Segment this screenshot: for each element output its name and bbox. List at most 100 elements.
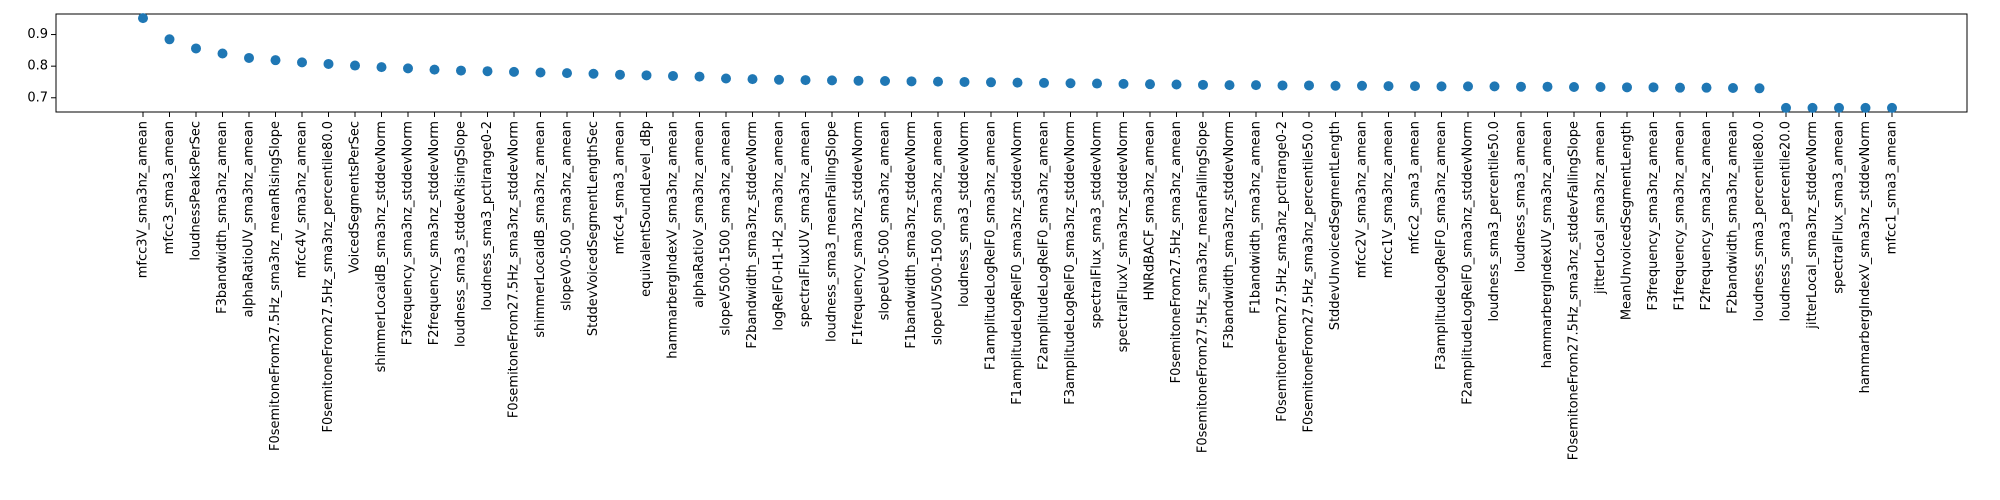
data-point bbox=[1516, 81, 1526, 92]
data-point bbox=[1410, 81, 1420, 92]
x-tick-label: mfcc1V_sma3nz_amean bbox=[1381, 121, 1396, 278]
x-tick-label: F0semitoneFrom27.5Hz_sma3nz_percentile50… bbox=[1302, 121, 1317, 433]
data-point bbox=[906, 76, 917, 87]
x-tick-label: loudnessPeaksPerSec bbox=[189, 121, 204, 261]
data-point bbox=[774, 74, 784, 85]
data-point bbox=[1887, 102, 1897, 113]
data-point bbox=[138, 13, 148, 24]
x-tick-label: F2frequency_sma3nz_amean bbox=[1699, 121, 1714, 311]
data-point bbox=[1675, 82, 1685, 93]
x-tick-label: F2frequency_sma3nz_stddevNorm bbox=[427, 121, 442, 345]
data-point bbox=[800, 75, 811, 86]
x-tick-label: slopeV0-500_sma3nz_amean bbox=[560, 121, 575, 311]
data-point bbox=[376, 62, 387, 73]
x-tick-label: hammarbergIndexV_sma3nz_amean bbox=[666, 121, 681, 359]
data-points bbox=[138, 13, 1897, 113]
data-point bbox=[1357, 80, 1367, 91]
y-tick-label: 0.9 bbox=[27, 27, 48, 42]
data-point bbox=[1436, 81, 1447, 92]
x-tick-label: hammarbergIndexUV_sma3nz_amean bbox=[1540, 121, 1555, 368]
x-tick-label: HNRdBACF_sma3nz_amean bbox=[1143, 121, 1158, 301]
x-tick-label: loudness_sma3_pctlrange0-2 bbox=[480, 121, 495, 311]
x-tick-label: F0semitoneFrom27.5Hz_sma3nz_stddevFallin… bbox=[1567, 121, 1582, 460]
x-tick-label: F1amplitudeLogRelF0_sma3nz_stddevNorm bbox=[1010, 121, 1025, 405]
x-tick-label: jitterLocal_sma3nz_amean bbox=[1593, 121, 1608, 295]
data-point bbox=[403, 63, 413, 74]
data-point bbox=[1092, 78, 1102, 89]
data-point bbox=[1251, 80, 1261, 91]
plot-frame bbox=[55, 13, 1968, 113]
data-point bbox=[1807, 102, 1818, 113]
x-tick-label: mfcc4_sma3_amean bbox=[613, 121, 628, 254]
data-point bbox=[668, 70, 678, 81]
data-point bbox=[588, 68, 599, 79]
data-point bbox=[1569, 82, 1579, 93]
data-point bbox=[986, 77, 996, 88]
x-tick-label: logRelF0-H1-H2_sma3nz_amean bbox=[772, 121, 787, 331]
x-tick-label: VoicedSegmentsPerSec bbox=[348, 121, 363, 273]
x-tick-label: spectralFlux_sma3_amean bbox=[1832, 121, 1847, 294]
data-point bbox=[1198, 79, 1208, 90]
data-point bbox=[456, 65, 466, 76]
data-point bbox=[1701, 82, 1712, 93]
data-point bbox=[1304, 80, 1314, 91]
data-point bbox=[1754, 83, 1765, 94]
data-point bbox=[429, 64, 440, 75]
data-point bbox=[297, 57, 307, 68]
x-tick-label: spectralFlux_sma3_stddevNorm bbox=[1090, 121, 1105, 328]
x-tick-label: F0semitoneFrom27.5Hz_sma3nz_amean bbox=[1169, 121, 1184, 383]
x-tick-label: alphaRatioUV_sma3nz_amean bbox=[242, 121, 257, 317]
data-point bbox=[880, 76, 890, 87]
data-point bbox=[1330, 80, 1341, 91]
data-point bbox=[1622, 82, 1632, 93]
data-point bbox=[615, 69, 625, 80]
x-tick-label: StddevVoicedSegmentLengthSec bbox=[586, 121, 601, 336]
x-tick-label: loudness_sma3_stddevNorm bbox=[957, 121, 972, 307]
data-point bbox=[747, 74, 758, 85]
x-tick-label: mfcc2V_sma3nz_amean bbox=[1355, 121, 1370, 278]
data-point bbox=[535, 67, 546, 78]
data-point bbox=[509, 66, 519, 77]
x-tick-label: StddevUnvoicedSegmentLength bbox=[1328, 121, 1343, 330]
x-tick-label: spectralFluxUV_sma3nz_amean bbox=[798, 121, 813, 327]
data-point bbox=[1542, 81, 1553, 92]
x-tick-label: F0semitoneFrom27.5Hz_sma3nz_percentile80… bbox=[321, 121, 336, 433]
x-tick-label: hammarbergIndexV_sma3nz_stddevNorm bbox=[1858, 121, 1873, 393]
x-tick-label: F2amplitudeLogRelF0_sma3nz_amean bbox=[1037, 121, 1052, 370]
x-tick-label: shimmerLocaldB_sma3nz_stddevNorm bbox=[374, 121, 389, 372]
x-tick-label: F0semitoneFrom27.5Hz_sma3nz_meanRisingSl… bbox=[268, 121, 283, 451]
x-tick-label: F0semitoneFrom27.5Hz_sma3nz_pctlrange0-2 bbox=[1275, 121, 1290, 422]
x-tick-label: F0semitoneFrom27.5Hz_sma3nz_meanFallingS… bbox=[1196, 121, 1211, 453]
data-point bbox=[1728, 82, 1738, 93]
x-tick-label: F1frequency_sma3nz_stddevNorm bbox=[851, 121, 866, 345]
x-tick-label: equivalentSoundLevel_dBp bbox=[639, 121, 654, 297]
data-point bbox=[1383, 81, 1394, 92]
x-tick-label: F1bandwidth_sma3nz_stddevNorm bbox=[904, 121, 919, 349]
data-point bbox=[1012, 77, 1023, 88]
y-axis: 0.7 0.8 0.9 bbox=[27, 27, 56, 105]
data-point bbox=[933, 76, 943, 87]
x-tick-label: spectralFluxV_sma3nz_stddevNorm bbox=[1116, 121, 1131, 352]
data-point bbox=[482, 66, 493, 77]
y-tick-label: 0.8 bbox=[27, 59, 48, 74]
data-point bbox=[1489, 81, 1500, 92]
data-point bbox=[1118, 78, 1129, 89]
data-point bbox=[959, 76, 970, 87]
x-tick-label: jitterLocal_sma3nz_stddevNorm bbox=[1805, 121, 1820, 330]
x-tick-label: F1amplitudeLogRelF0_sma3nz_amean bbox=[984, 121, 999, 370]
data-point bbox=[853, 75, 864, 86]
x-tick-label: F2amplitudeLogRelF0_sma3nz_stddevNorm bbox=[1461, 121, 1476, 405]
y-tick-label: 0.7 bbox=[27, 90, 48, 105]
x-tick-label: loudness_sma3_percentile50.0 bbox=[1487, 121, 1502, 321]
x-tick-label: mfcc3V_sma3nz_amean bbox=[136, 121, 151, 278]
data-point bbox=[1781, 102, 1791, 113]
x-tick-label: loudness_sma3_stddevRisingSlope bbox=[454, 121, 469, 347]
data-point bbox=[1171, 79, 1182, 90]
x-tick-label: F3amplitudeLogRelF0_sma3nz_stddevNorm bbox=[1063, 121, 1078, 405]
x-tick-label: F3bandwidth_sma3nz_amean bbox=[215, 121, 230, 314]
x-tick-label: F3frequency_sma3nz_stddevNorm bbox=[401, 121, 416, 345]
x-tick-label: F0semitoneFrom27.5Hz_sma3nz_stddevNorm bbox=[507, 121, 522, 418]
x-tick-label: F2bandwidth_sma3nz_stddevNorm bbox=[745, 121, 760, 349]
